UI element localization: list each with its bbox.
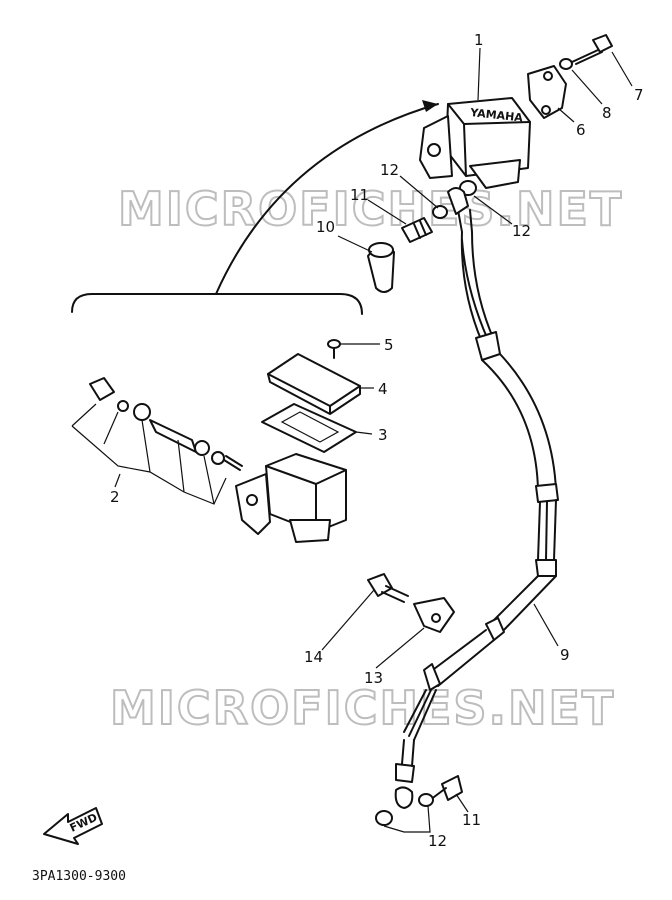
master-cylinder-body (235, 453, 347, 543)
forward-arrow: FWD (43, 807, 103, 845)
watermark-bottom: MICROFICHES.NET (110, 681, 615, 735)
brake-hose-part-9 (394, 187, 559, 809)
callout-12-lower: 12 (428, 832, 447, 850)
cap-part-10 (367, 242, 395, 293)
washer-lower-a (418, 793, 434, 807)
piston-kit-part-2 (71, 377, 243, 505)
callout-11-upper: 11 (350, 186, 369, 204)
svg-text:YAMAHA: YAMAHA (469, 106, 524, 125)
washer-lower-b (375, 810, 393, 826)
exploded-view-bracket (71, 100, 439, 315)
callout-12-upper-right: 12 (512, 222, 531, 240)
callout-13: 13 (364, 669, 383, 687)
washer-upper-a (432, 205, 448, 219)
callout-8: 8 (602, 104, 612, 122)
callout-5: 5 (384, 336, 394, 354)
bolt-part-14 (367, 573, 409, 603)
union-bolt-upper (401, 217, 433, 243)
callout-2: 2 (110, 488, 120, 506)
reservoir-cap-part-4 (267, 353, 361, 415)
washer-part-8 (559, 58, 573, 70)
callout-6: 6 (576, 121, 586, 139)
diaphragm-part-3 (261, 403, 357, 453)
callout-3: 3 (378, 426, 388, 444)
master-cylinder-assembly: YAMAHA (419, 97, 531, 189)
watermark-top: MICROFICHES.NET (118, 182, 623, 236)
screw-part-5 (327, 339, 341, 359)
callout-12-upper-left: 12 (380, 161, 399, 179)
callout-7: 7 (634, 86, 644, 104)
bolt-part-7 (571, 34, 613, 65)
diagram-code: 3PA1300-9300 (32, 869, 126, 884)
callout-9: 9 (560, 646, 570, 664)
callout-11-lower: 11 (462, 811, 481, 829)
leader-lines (114, 47, 633, 833)
hose-clamp-part-13 (413, 597, 455, 633)
callout-1: 1 (474, 31, 484, 49)
callout-10: 10 (316, 218, 335, 236)
holder-part-6 (527, 65, 567, 119)
callout-14: 14 (304, 648, 323, 666)
callout-4: 4 (378, 380, 388, 398)
